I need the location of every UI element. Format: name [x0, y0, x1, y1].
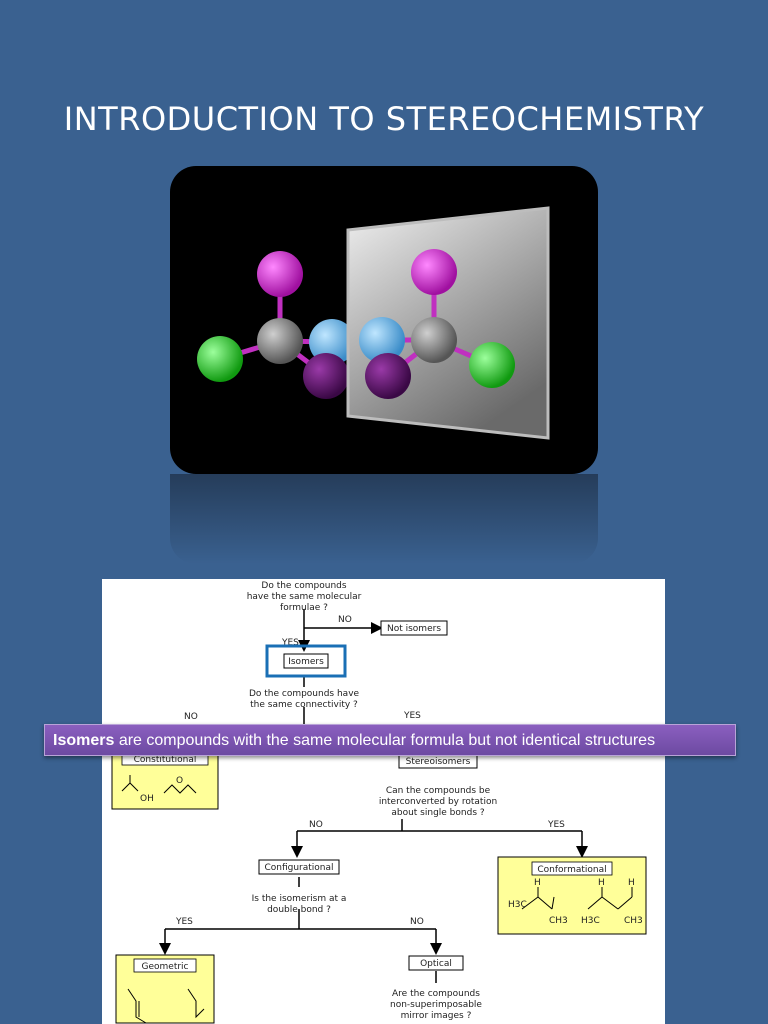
optical-box: Optical	[420, 959, 452, 969]
isomers-highlight	[265, 644, 347, 678]
left-molecule	[197, 251, 355, 399]
svg-text:H3C: H3C	[508, 900, 527, 910]
q2-yes-label: YES	[403, 711, 421, 721]
q1-yes-label: YES	[281, 638, 299, 648]
isomers-definition-banner: Isomers are compounds with the same mole…	[44, 724, 736, 756]
image-reflection	[170, 474, 598, 564]
magenta-atom	[411, 249, 457, 295]
banner-term: Isomers	[53, 732, 115, 749]
svg-text:CH3: CH3	[624, 916, 643, 926]
q3-line-2: interconverted by rotation	[379, 797, 497, 807]
q1-line-1: Do the compounds	[261, 581, 346, 591]
svg-text:H: H	[598, 878, 605, 888]
isomer-flowchart: Do the compounds have the same molecular…	[102, 579, 665, 1024]
isomers-box: Isomers	[288, 657, 324, 667]
molecule-mirror-image	[170, 166, 598, 474]
q4-line-2: double bond ?	[267, 905, 331, 915]
q4-yes-label: YES	[175, 917, 193, 927]
carbon-atom	[411, 317, 457, 363]
svg-text:H: H	[534, 878, 541, 888]
svg-text:O: O	[176, 776, 183, 786]
q3-no-label: NO	[309, 820, 323, 830]
svg-text:OH: OH	[140, 794, 154, 804]
q2-line-2: the same connectivity ?	[250, 700, 358, 710]
q5-line-1: Are the compounds	[392, 989, 480, 999]
not-isomers-box: Not isomers	[387, 624, 441, 634]
conformational-label: Conformational	[537, 865, 606, 875]
q3-line-1: Can the compounds be	[386, 786, 491, 796]
geometric-label: Geometric	[142, 962, 189, 972]
purple-atom	[365, 353, 411, 399]
q1-no-label: NO	[338, 615, 352, 625]
configurational-box: Configurational	[264, 863, 333, 873]
q2-line-1: Do the compounds have	[249, 689, 360, 699]
molecule-illustration	[197, 206, 550, 440]
constitutional-label: Constitutional	[134, 755, 197, 765]
purple-atom	[303, 353, 349, 399]
q5-line-3: mirror images ?	[401, 1011, 472, 1021]
green-atom	[197, 336, 243, 382]
svg-text:CH3: CH3	[549, 916, 568, 926]
magenta-atom	[257, 251, 303, 297]
q4-line-1: Is the isomerism at a	[252, 894, 347, 904]
svg-text:H: H	[628, 878, 635, 888]
q3-yes-label: YES	[547, 820, 565, 830]
green-atom	[469, 342, 515, 388]
right-molecule	[359, 249, 515, 399]
carbon-atom	[257, 318, 303, 364]
q5-line-2: non-superimposable	[390, 1000, 482, 1010]
q1-line-3: formulae ?	[280, 603, 328, 613]
stereoisomers-box: Stereoisomers	[406, 757, 471, 767]
q2-no-label: NO	[184, 712, 198, 722]
q3-line-3: about single bonds ?	[391, 808, 485, 818]
q1-line-2: have the same molecular	[247, 592, 362, 602]
blue-atom	[309, 319, 355, 365]
banner-text: are compounds with the same molecular fo…	[114, 732, 656, 749]
blue-atom	[359, 317, 405, 363]
q4-no-label: NO	[410, 917, 424, 927]
slide-title: INTRODUCTION TO STEREOCHEMISTRY	[63, 100, 705, 138]
svg-text:H3C: H3C	[581, 916, 600, 926]
